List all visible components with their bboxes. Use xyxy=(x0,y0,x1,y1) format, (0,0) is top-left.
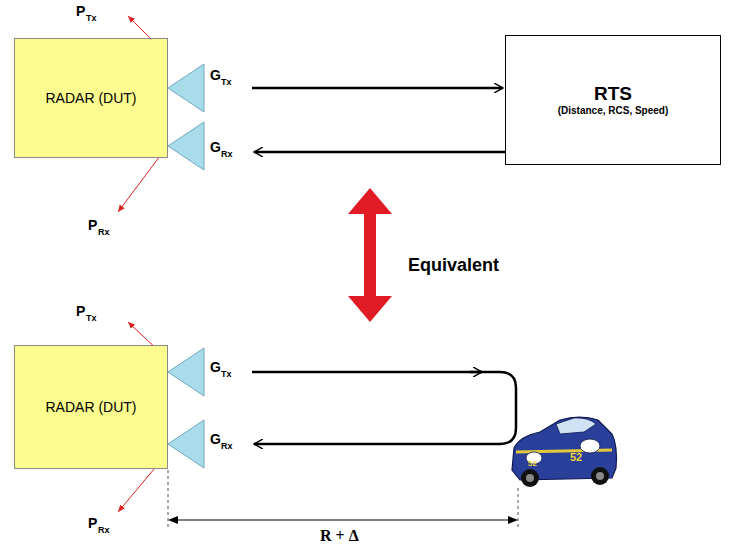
power-leader xyxy=(118,462,160,512)
subscript: Rx xyxy=(221,442,233,451)
subscript: Rx xyxy=(98,228,110,237)
radar-box: RADAR (DUT) xyxy=(14,38,168,158)
subscript: Rx xyxy=(221,150,233,159)
car-number: 52 xyxy=(570,452,582,463)
subscript: Tx xyxy=(221,370,232,379)
box-title: RADAR (DUT) xyxy=(46,90,137,107)
tx-horn xyxy=(168,64,204,112)
signal-connector xyxy=(254,91,543,152)
car-number: 52 xyxy=(528,460,537,468)
box-subtitle: (Distance, RCS, Speed) xyxy=(558,105,669,117)
rx-horn xyxy=(168,122,204,170)
distance-label: R + Δ xyxy=(320,528,359,544)
dimension-arrow xyxy=(168,516,518,524)
power-symbol: P xyxy=(88,218,97,232)
subscript: Tx xyxy=(86,314,97,323)
power-symbol: P xyxy=(76,304,85,318)
signal-connector xyxy=(252,87,503,90)
signal-path xyxy=(252,372,516,444)
power-symbol: P xyxy=(88,516,97,530)
subscript: Tx xyxy=(221,78,232,87)
equivalence-arrow xyxy=(348,188,392,322)
gain-symbol: G xyxy=(210,140,221,154)
box-title: RADAR (DUT) xyxy=(46,399,137,416)
tx-horn xyxy=(168,348,204,396)
equivalence-label: Equivalent xyxy=(408,256,499,274)
subscript: Tx xyxy=(86,14,97,23)
power-leader xyxy=(118,156,160,212)
car xyxy=(512,417,617,487)
gain-symbol: G xyxy=(210,68,221,82)
box-title: RTS xyxy=(594,83,632,106)
subscript: Rx xyxy=(98,526,110,535)
signal-head xyxy=(470,371,482,374)
dimension-extension xyxy=(518,488,519,528)
target-simulator-box: RTS(Distance, RCS, Speed) xyxy=(505,35,721,165)
rx-horn xyxy=(168,420,204,468)
dimension-extension xyxy=(168,470,169,528)
dimension-line xyxy=(172,519,514,520)
power-symbol: P xyxy=(76,4,85,18)
radar-box: RADAR (DUT) xyxy=(14,345,168,469)
gain-symbol: G xyxy=(210,360,221,374)
gain-symbol: G xyxy=(210,432,221,446)
